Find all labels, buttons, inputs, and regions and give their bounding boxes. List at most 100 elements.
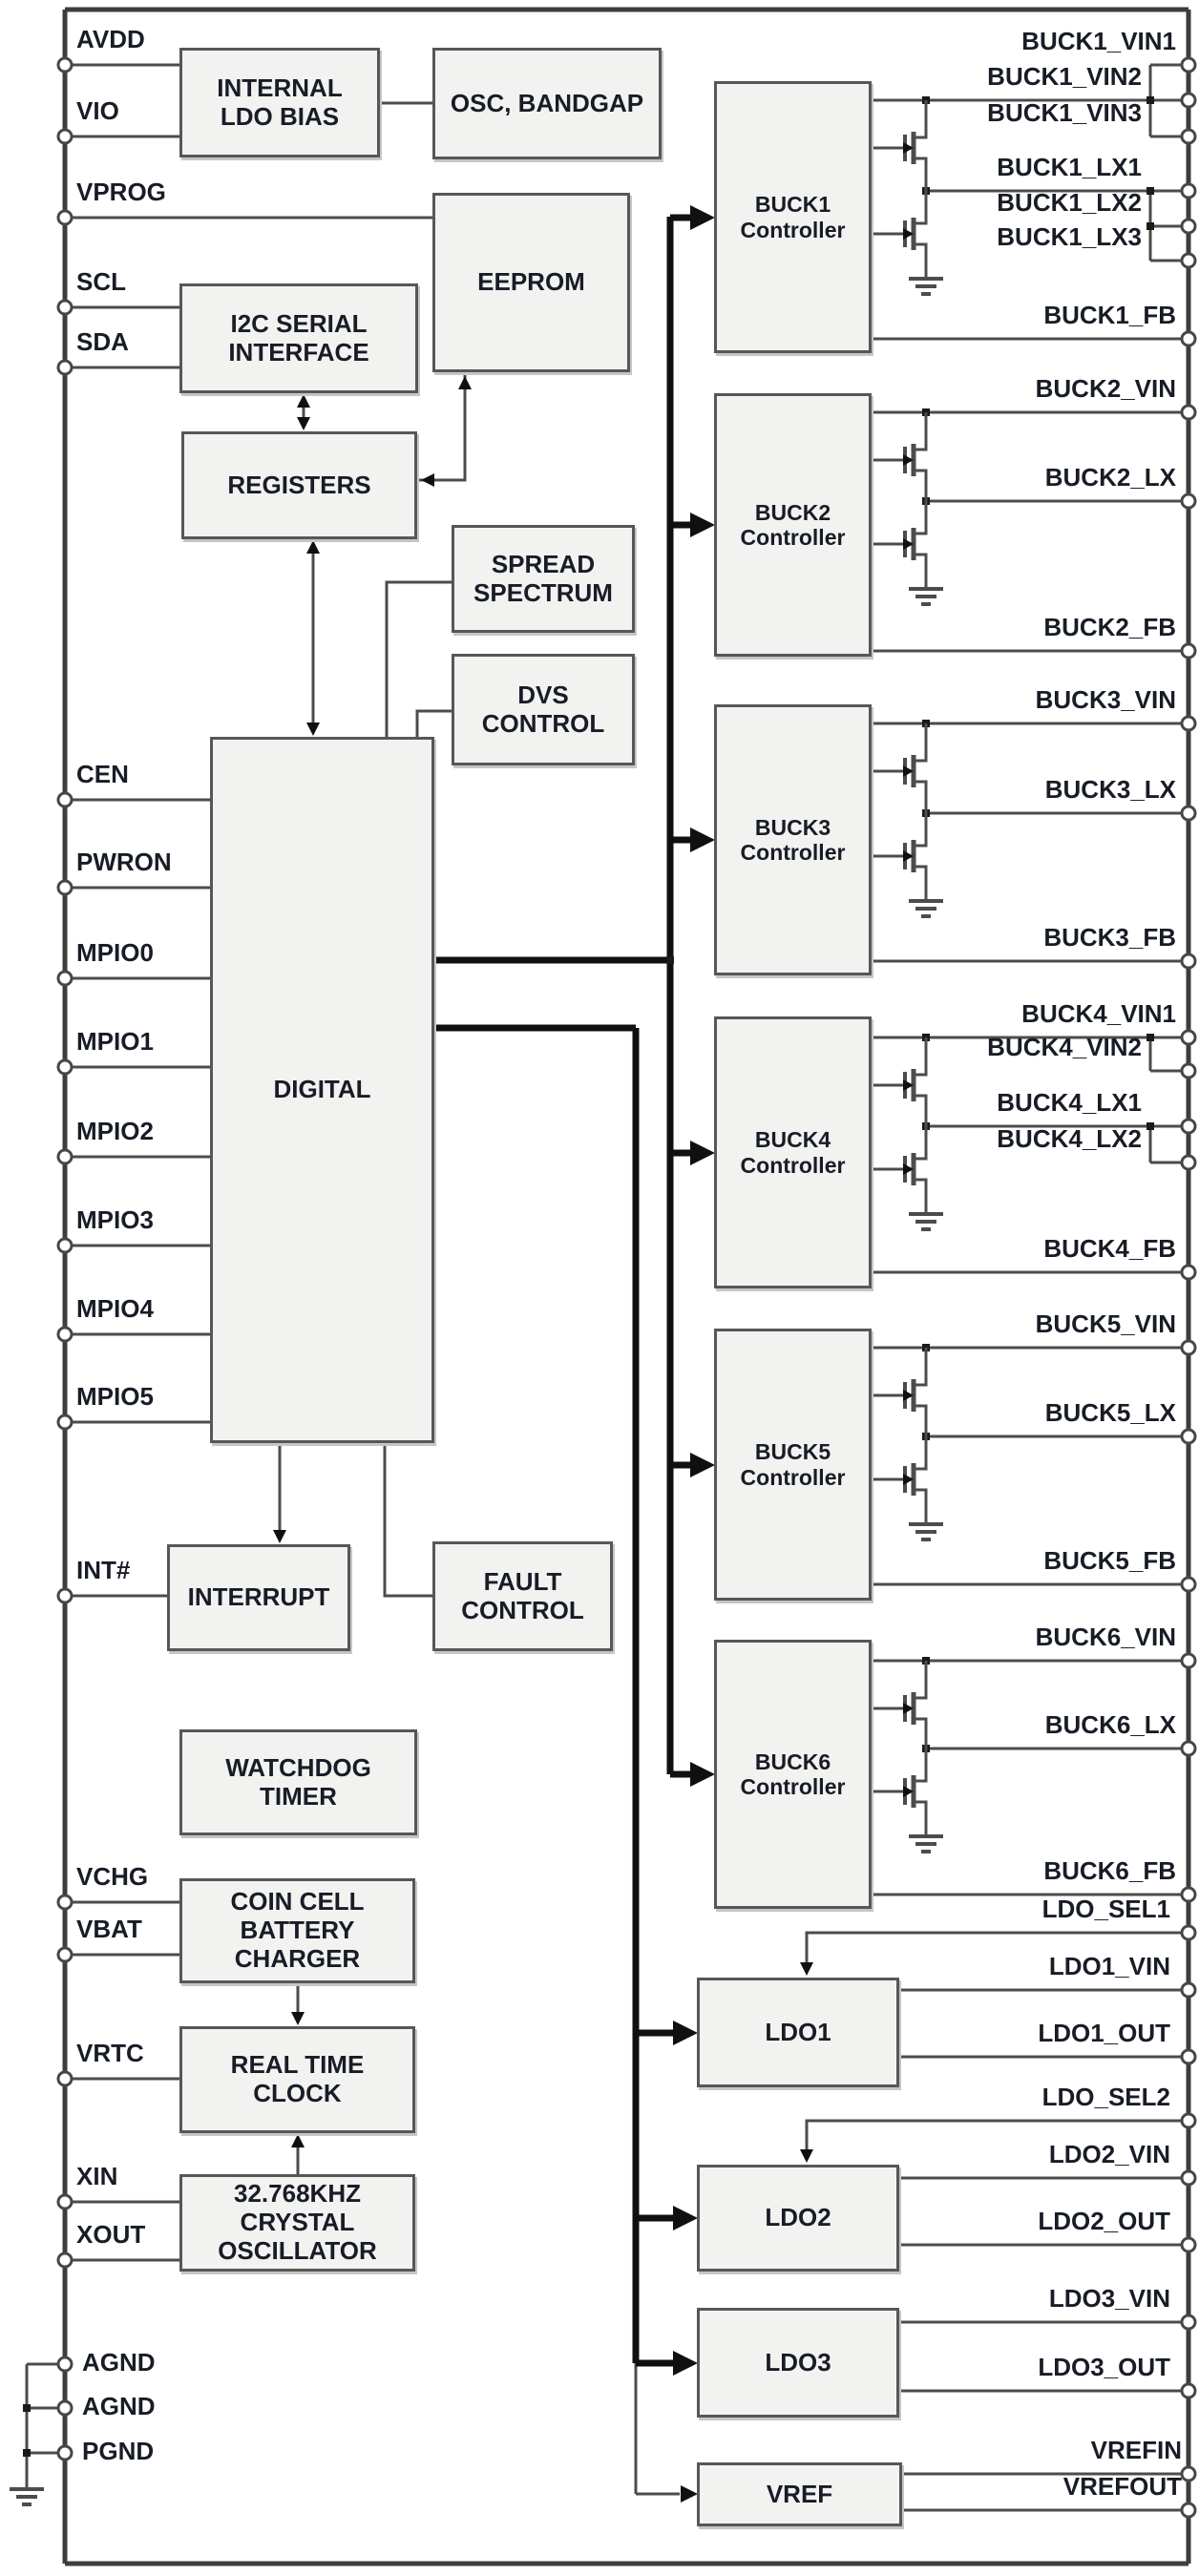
pin-label-left-18: XOUT (76, 2220, 146, 2249)
pin-label-vref-0: VREFIN (1090, 2436, 1182, 2464)
mosfet-body-arrow (903, 142, 914, 154)
block-buck5-controller-label: BUCK5 Controller (740, 1439, 846, 1490)
pin-label-buck3-2: BUCK3_FB (1043, 923, 1176, 952)
pin-pad-left-18 (56, 2251, 74, 2269)
block-buck1-controller-label: BUCK1 Controller (740, 192, 846, 242)
pin-pad-buck3-2 (1180, 953, 1197, 970)
pin-label-buck4-2: BUCK4_LX1 (997, 1088, 1142, 1117)
pin-label-left-0: AVDD (76, 25, 145, 53)
junction-dot (1146, 187, 1154, 195)
pin-label-left-9: MPIO2 (76, 1117, 154, 1145)
arrowhead (458, 376, 472, 389)
block-fault-control: FAULT CONTROL (432, 1541, 613, 1651)
pin-label-left-1: VIO (76, 96, 119, 125)
block-eeprom: EEPROM (432, 193, 630, 372)
junction-dot (1146, 1122, 1154, 1130)
wire (914, 157, 928, 191)
pin-pad-left-16 (56, 2070, 74, 2087)
pin-label-buck6-2: BUCK6_FB (1043, 1856, 1176, 1885)
pin-pad-left-8 (56, 1058, 74, 1076)
pin-pad-left-7 (56, 970, 74, 987)
block-osc-bandgap-label: OSC, BANDGAP (450, 88, 644, 117)
pin-pad-buck6-0 (1180, 1652, 1197, 1669)
block-coin-cell-battery-charger-label: COIN CELL BATTERY CHARGER (230, 1887, 365, 1973)
mosfet-body-arrow (903, 1390, 914, 1401)
block-buck5-controller: BUCK5 Controller (714, 1329, 872, 1601)
wire (914, 723, 928, 763)
pin-pad-left-12 (56, 1414, 74, 1431)
pin-label-buck1-3: BUCK1_LX1 (997, 153, 1142, 181)
block-i2c-serial-interface: I2C SERIAL INTERFACE (179, 283, 418, 393)
pin-label-buck1-0: BUCK1_VIN1 (1021, 27, 1176, 55)
pin-pad-ldo-sel2 (1180, 2112, 1197, 2129)
block-watchdog-timer-label: WATCHDOG TIMER (225, 1752, 371, 1811)
mosfet-body-arrow (903, 765, 914, 777)
block-buck6-controller: BUCK6 Controller (714, 1640, 872, 1909)
arrowhead (421, 473, 434, 487)
pin-pad-buck1-2 (1180, 128, 1197, 145)
pin-pad-left-10 (56, 1237, 74, 1254)
pin-label-buck3-0: BUCK3_VIN (1035, 685, 1176, 714)
pin-pad-buck2-1 (1180, 492, 1197, 510)
wire (914, 1348, 928, 1387)
junction-dot (1146, 222, 1154, 230)
pin-label-buck1-4: BUCK1_LX2 (997, 188, 1142, 217)
pin-pad-buck4-1 (1180, 1062, 1197, 1079)
pin-label-buck4-0: BUCK4_VIN1 (1021, 999, 1176, 1028)
block-buck2-controller-label: BUCK2 Controller (740, 499, 846, 550)
pin-pad-buck1-0 (1180, 56, 1197, 73)
junction-dot (23, 2404, 31, 2412)
block-ldo2-label: LDO2 (765, 2203, 831, 2232)
block-digital: DIGITAL (210, 737, 434, 1443)
pin-pad-left-6 (56, 879, 74, 896)
pin-pad-buck1-1 (1180, 92, 1197, 109)
pin-label-ldo1-vin: LDO1_VIN (1048, 1952, 1170, 1980)
pin-label-buck1-1: BUCK1_VIN2 (987, 62, 1142, 91)
pin-pad-left-14 (56, 1894, 74, 1911)
bus-arrowhead (690, 205, 715, 230)
wire (914, 1126, 928, 1161)
junction-dot (1146, 1034, 1154, 1041)
arrowhead (297, 417, 310, 430)
wire (415, 709, 452, 737)
wire (914, 1661, 928, 1700)
pin-pad-buck4-4 (1180, 1264, 1197, 1281)
wire (383, 1443, 432, 1598)
pin-pad-ldo1-vin (1180, 1981, 1197, 1999)
mosfet-body-arrow (903, 1703, 914, 1714)
mosfet-body-arrow (903, 1786, 914, 1797)
pin-pad-buck2-0 (1180, 404, 1197, 421)
block-crystal-oscillator-label: 32.768KHZ CRYSTAL OSCILLATOR (218, 2179, 377, 2265)
pin-pad-ldo2-out (1180, 2236, 1197, 2253)
pin-pad-vref-0 (1180, 2465, 1197, 2482)
pin-label-ldo3-out: LDO3_OUT (1038, 2353, 1170, 2381)
mosfet-body-arrow (903, 1474, 914, 1485)
pin-label-buck6-1: BUCK6_LX (1044, 1710, 1176, 1739)
mosfet-body-arrow (903, 454, 914, 466)
wire (914, 1037, 928, 1077)
pin-pad-left-0 (56, 56, 74, 73)
pin-label-ldo3-vin: LDO3_VIN (1048, 2284, 1170, 2313)
pin-pad-ldo3-vin (1180, 2314, 1197, 2331)
pin-label-buck3-1: BUCK3_LX (1044, 775, 1176, 804)
junction-dot (23, 2449, 31, 2457)
pin-label-left-4: SDA (76, 327, 129, 356)
block-real-time-clock: REAL TIME CLOCK (179, 2026, 415, 2133)
wire (914, 1717, 928, 1749)
pin-label-left-8: MPIO1 (76, 1027, 154, 1056)
pin-label-left-15: VBAT (76, 1915, 142, 1943)
block-internal-ldo-bias: INTERNAL LDO BIAS (179, 48, 380, 157)
pin-label-left-7: MPIO0 (76, 938, 154, 967)
wire (914, 1488, 928, 1524)
pin-label-ldo1-out: LDO1_OUT (1038, 2019, 1170, 2047)
bus-arrowhead (690, 1141, 715, 1165)
pin-pad-buck2-2 (1180, 642, 1197, 660)
bus-arrowhead (690, 1762, 715, 1787)
pin-pad-buck1-3 (1180, 182, 1197, 199)
pin-pad-ldo1-out (1180, 2048, 1197, 2065)
pin-pad-left-13 (56, 1587, 74, 1604)
wire (914, 412, 928, 451)
pin-label-left-14: VCHG (76, 1862, 149, 1891)
wire (914, 1178, 928, 1214)
